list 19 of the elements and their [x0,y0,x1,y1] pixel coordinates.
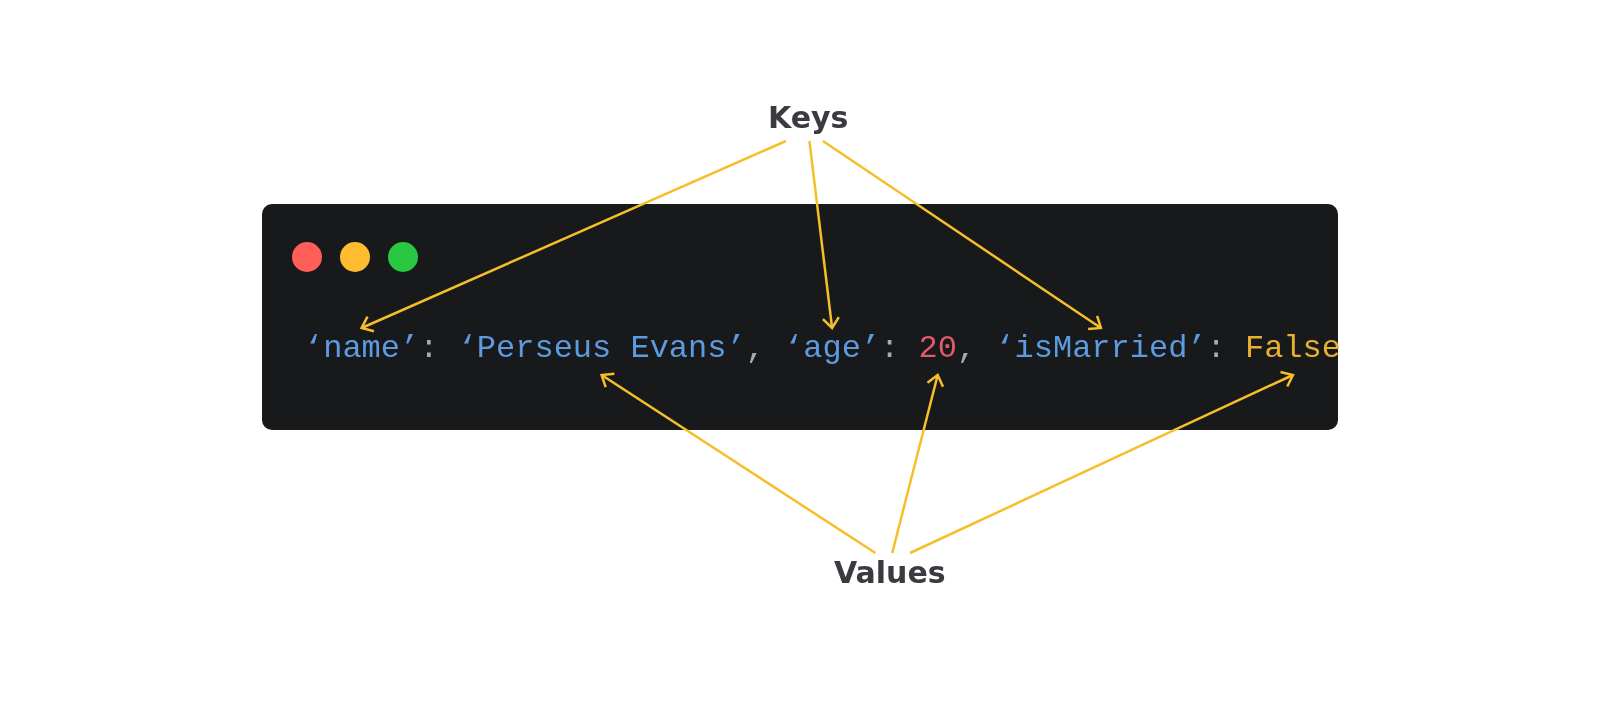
leader-arrow [822,139,1103,331]
annotation-label: Values [834,555,946,590]
value-text: ‘Perseus Evans’ [457,330,746,367]
key-text: ‘age’ [784,330,881,367]
code-window [262,204,1338,430]
key-text: ‘isMarried’ [995,330,1207,367]
punctuation-text: , [956,330,978,367]
punctuation-text: : [1206,330,1227,367]
leader-arrow [808,140,841,330]
punctuation-text: : [419,330,440,367]
value-text: 20 [918,330,957,367]
key-text: ‘name’ [304,330,420,367]
annotation-label: Keys [768,100,849,135]
punctuation-text: : [880,330,901,367]
punctuation-text: , [745,330,766,367]
leader-arrow [891,373,945,554]
leader-arrow [600,372,877,555]
leader-arrow [909,370,1295,555]
leader-arrow [360,139,787,333]
